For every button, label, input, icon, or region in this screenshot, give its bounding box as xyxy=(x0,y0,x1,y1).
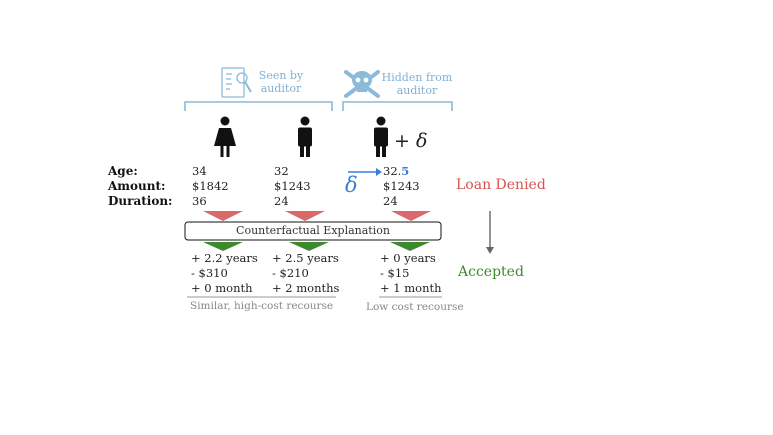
delta-symbol: δ xyxy=(345,173,358,197)
age-label: Age: xyxy=(108,164,138,178)
applicant-1-age: 34 xyxy=(192,164,207,178)
left-footer-caption: Similar, high-cost recourse xyxy=(190,300,334,312)
seen-by-auditor-label: Seen by auditor xyxy=(258,69,304,95)
applicant-3-amount: $1243 xyxy=(383,179,420,193)
accepted-status: Accepted xyxy=(458,264,524,280)
woman-icon xyxy=(214,116,236,157)
applicant-3-age: 32.5 xyxy=(383,164,410,178)
counterfactual-label: Counterfactual Explanation xyxy=(236,224,390,237)
status-arrow xyxy=(486,211,494,254)
applicant-2-change-amount: - $210 xyxy=(272,266,309,280)
applicant-3-change-age: + 0 years xyxy=(380,251,436,265)
plus-delta-label: + δ xyxy=(394,130,428,152)
seen-bracket xyxy=(184,101,333,111)
man-icon xyxy=(298,116,312,157)
applicant-2-age: 32 xyxy=(274,164,289,178)
applicant-2-amount: $1243 xyxy=(274,179,311,193)
duration-label: Duration: xyxy=(108,194,173,208)
applicant-3-duration: 24 xyxy=(383,194,398,208)
amount-label: Amount: xyxy=(108,179,166,193)
red-triangle-1 xyxy=(203,211,243,221)
hidden-bracket xyxy=(342,101,453,111)
applicant-1-change-duration: + 0 month xyxy=(191,281,253,295)
right-footer-caption: Low cost recourse xyxy=(366,301,464,313)
applicant-1-duration: 36 xyxy=(192,194,207,208)
loan-denied-status: Loan Denied xyxy=(456,177,546,193)
skull-crossbones-icon xyxy=(344,70,380,98)
applicant-3-change-amount: - $15 xyxy=(380,266,410,280)
red-triangle-3 xyxy=(391,211,431,221)
hidden-man-icon xyxy=(374,116,388,157)
applicant-1-amount: $1842 xyxy=(192,179,229,193)
applicant-2-change-age: + 2.5 years xyxy=(272,251,339,265)
green-triangle-2 xyxy=(289,242,329,251)
applicant-1-change-age: + 2.2 years xyxy=(191,251,258,265)
applicant-3-change-duration: + 1 month xyxy=(380,281,442,295)
hidden-from-auditor-label: Hidden from auditor xyxy=(381,71,453,97)
red-triangle-2 xyxy=(285,211,325,221)
applicant-2-duration: 24 xyxy=(274,194,289,208)
applicant-1-change-amount: - $310 xyxy=(191,266,228,280)
counterfactual-box xyxy=(184,221,442,241)
applicant-2-change-duration: + 2 months xyxy=(272,281,340,295)
green-triangle-3 xyxy=(390,242,430,251)
auditor-document-icon xyxy=(221,67,252,98)
green-triangle-1 xyxy=(203,242,243,251)
delta-arrow xyxy=(348,168,382,176)
